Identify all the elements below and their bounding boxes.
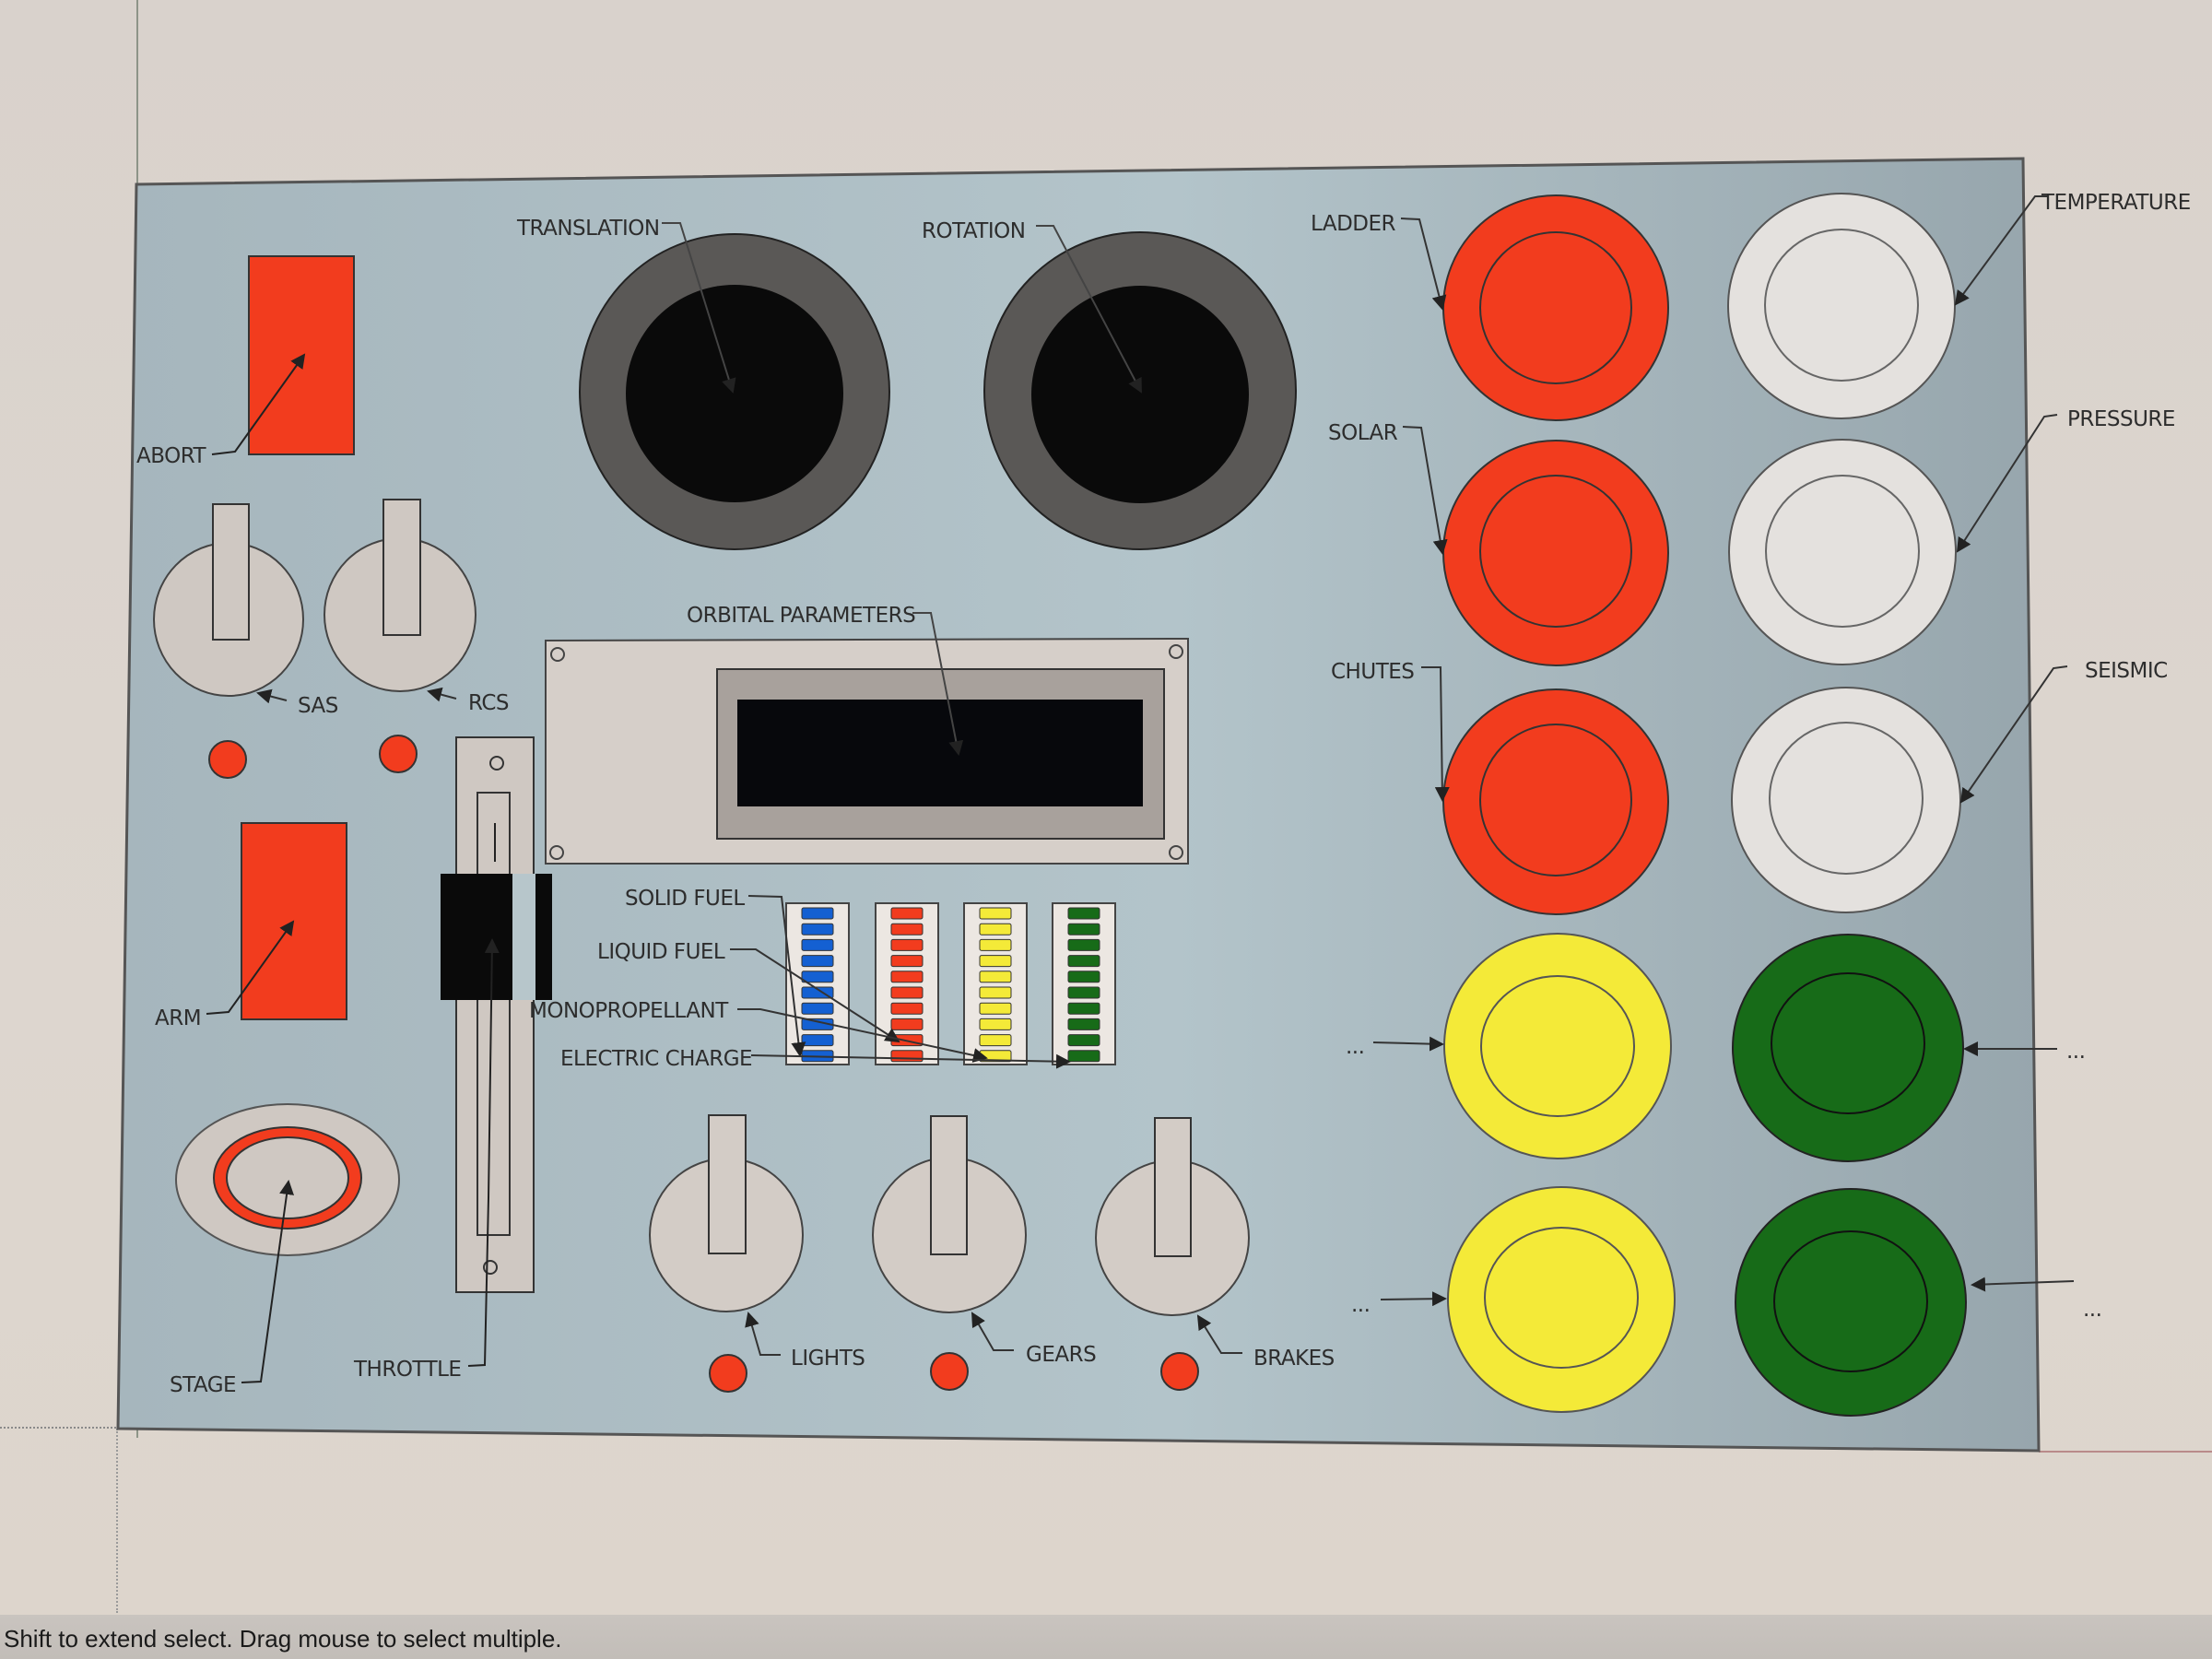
gauge-segment [890, 923, 924, 935]
gauge-segment [890, 907, 924, 920]
gauge-segment [801, 971, 834, 983]
ellipsis-label-2: ... [1351, 1293, 1370, 1317]
gauge-segment [890, 1050, 924, 1063]
lights-indicator-light [709, 1354, 747, 1393]
rcs-indicator-light [379, 735, 418, 773]
gauge-blue [785, 902, 850, 1065]
gauge-segment [1067, 955, 1100, 968]
gauge-segment [890, 955, 924, 968]
gauge-segment [801, 907, 834, 920]
orbital-parameters-display [545, 637, 1189, 865]
gears-label: GEARS [1026, 1343, 1096, 1367]
throttle-label: THROTTLE [353, 1358, 461, 1382]
gauge-green [1052, 902, 1116, 1065]
seismic-button[interactable] [1731, 687, 1961, 913]
gauge-segment [1067, 986, 1100, 999]
gears-indicator-light [930, 1352, 969, 1391]
status-hint: Shift to extend select. Drag mouse to se… [4, 1625, 562, 1653]
gauge-segment [1067, 1002, 1100, 1015]
gauge-segment [1067, 923, 1100, 935]
solar-button[interactable] [1442, 440, 1669, 666]
gauge-segment [801, 1034, 834, 1047]
temperature-label: TEMPERATURE [2041, 191, 2191, 215]
electric-charge-label: ELECTRIC CHARGE [560, 1047, 752, 1071]
orbital-parameters-label: ORBITAL PARAMETERS [687, 604, 915, 628]
canvas-right-edge [2039, 1451, 2212, 1453]
temperature-button[interactable] [1727, 193, 1956, 419]
selection-guide-h [0, 1427, 120, 1429]
gauge-segment [979, 1018, 1012, 1030]
monopropellant-label: MONOPROPELLANT [529, 999, 729, 1023]
gauge-segment [801, 955, 834, 968]
gauge-segment [890, 986, 924, 999]
gauge-segment [890, 938, 924, 951]
solid-fuel-label: SOLID FUEL [625, 887, 745, 911]
throttle-slider[interactable] [455, 736, 535, 1293]
custom-button-green-2[interactable] [1735, 1188, 1967, 1417]
gauge-segment [979, 923, 1012, 935]
rotation-joystick[interactable] [983, 231, 1297, 550]
rcs-label: RCS [468, 691, 509, 715]
chutes-button[interactable] [1442, 688, 1669, 915]
translation-label: TRANSLATION [516, 217, 660, 241]
gauge-segment [1067, 1034, 1100, 1047]
gauge-yellow [963, 902, 1028, 1065]
solar-label: SOLAR [1328, 421, 1398, 445]
gauge-segment [1067, 1050, 1100, 1063]
ellipsis-label-4: ... [2083, 1298, 2101, 1322]
gauge-segment [801, 923, 834, 935]
gauge-segment [979, 986, 1012, 999]
sas-indicator-light [208, 740, 247, 779]
ladder-label: LADDER [1311, 212, 1396, 236]
arm-label: ARM [155, 1006, 201, 1030]
gauge-segment [890, 1018, 924, 1030]
ellipsis-label-1: ... [1346, 1035, 1364, 1059]
gauge-segment [890, 1002, 924, 1015]
rcs-switch[interactable] [324, 499, 477, 692]
arm-button[interactable] [241, 822, 347, 1020]
brakes-label: BRAKES [1253, 1347, 1335, 1371]
gauge-segment [1067, 907, 1100, 920]
ellipsis-label-3: ... [2066, 1040, 2085, 1064]
lights-label: LIGHTS [791, 1347, 865, 1371]
gauge-segment [801, 938, 834, 951]
rotation-label: ROTATION [922, 219, 1025, 243]
gauge-segment [979, 907, 1012, 920]
gauge-segment [890, 971, 924, 983]
custom-button-green-1[interactable] [1732, 934, 1964, 1162]
selection-guide-v [116, 1429, 118, 1613]
custom-button-yellow-2[interactable] [1447, 1186, 1676, 1413]
brakes-switch[interactable] [1095, 1117, 1250, 1316]
status-bar [0, 1615, 2212, 1659]
gauge-segment [801, 1002, 834, 1015]
lights-switch[interactable] [649, 1114, 804, 1312]
stage-label: STAGE [170, 1373, 236, 1397]
chutes-label: CHUTES [1331, 660, 1414, 684]
seismic-label: SEISMIC [2085, 659, 2168, 683]
gauge-segment [979, 1034, 1012, 1047]
gauge-segment [979, 955, 1012, 968]
gauge-segment [801, 986, 834, 999]
abort-label: ABORT [136, 444, 207, 468]
translation-joystick[interactable] [579, 233, 890, 550]
gauge-segment [979, 971, 1012, 983]
brakes-indicator-light [1160, 1352, 1199, 1391]
liquid-fuel-label: LIQUID FUEL [597, 940, 725, 964]
gears-switch[interactable] [872, 1115, 1027, 1313]
sas-label: SAS [298, 694, 338, 718]
ladder-button[interactable] [1442, 194, 1669, 421]
gauge-segment [979, 1002, 1012, 1015]
stage-button[interactable] [175, 1103, 400, 1256]
sas-switch[interactable] [153, 503, 304, 697]
custom-button-yellow-1[interactable] [1443, 933, 1672, 1159]
gauge-segment [1067, 938, 1100, 951]
pressure-label: PRESSURE [2067, 407, 2175, 431]
gauge-segment [979, 938, 1012, 951]
gauge-segment [1067, 1018, 1100, 1030]
pressure-button[interactable] [1728, 439, 1957, 665]
gauge-segment [1067, 971, 1100, 983]
abort-button[interactable] [248, 255, 355, 455]
throttle-handle[interactable] [441, 874, 552, 1000]
